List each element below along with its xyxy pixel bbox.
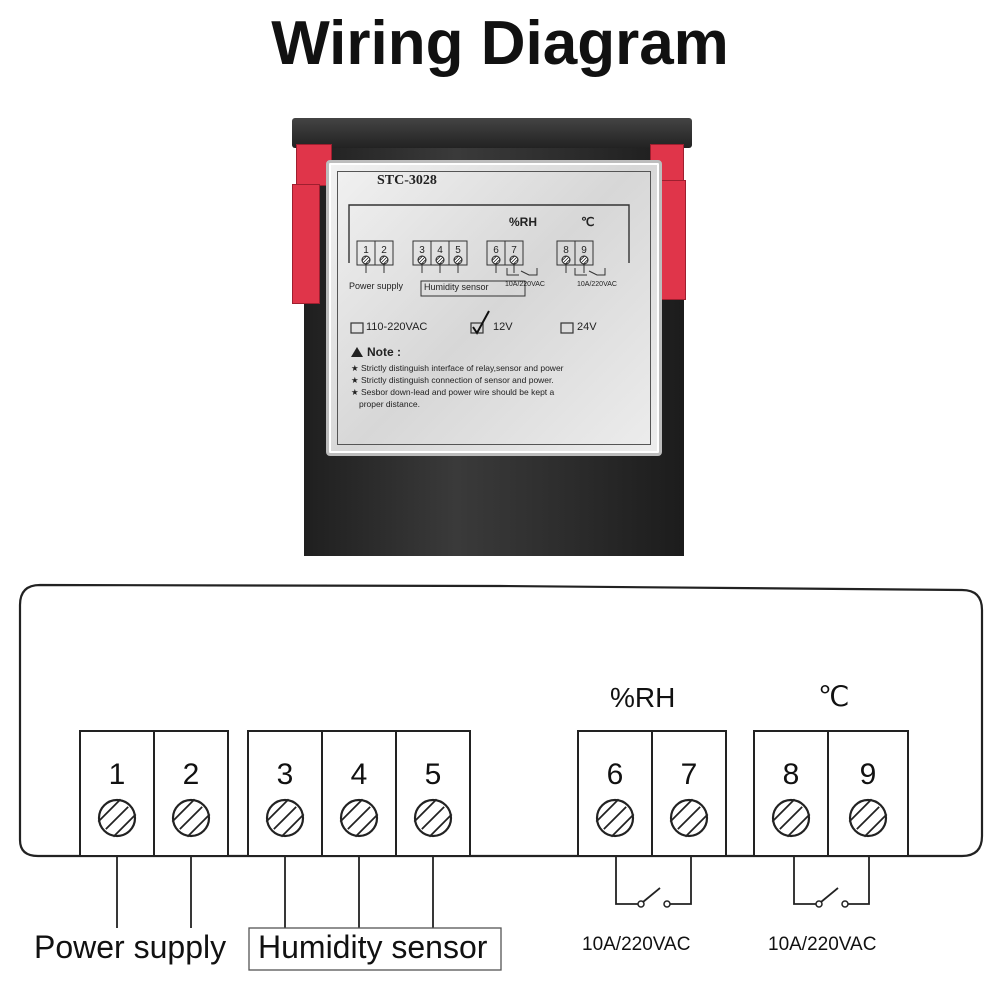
note-line-2: ★ Strictly distinguish connection of sen… bbox=[351, 375, 554, 385]
terminal-2 bbox=[153, 730, 229, 857]
label-terminal-screw-4-icon bbox=[435, 255, 445, 265]
diagram-humidity-sensor-label: Humidity sensor bbox=[258, 929, 488, 965]
relay-1-contact-a bbox=[637, 900, 645, 908]
note-text-1: Strictly distinguish interface of relay,… bbox=[360, 363, 564, 373]
terminal-8 bbox=[753, 730, 829, 857]
label-power-supply: Power supply bbox=[349, 281, 404, 291]
terminal-2-number: 2 bbox=[183, 758, 200, 791]
note-text-2: Strictly distinguish connection of senso… bbox=[360, 375, 554, 385]
terminal-4 bbox=[321, 730, 397, 857]
controller-outline bbox=[18, 583, 984, 858]
label-terminal-screw-8-icon bbox=[561, 255, 571, 265]
diagram-c-header: ℃ bbox=[818, 681, 850, 712]
terminal-5-number: 5 bbox=[425, 758, 442, 791]
voltage-option-12v: 12V bbox=[493, 321, 513, 333]
terminal-block: 1 2 3 4 5 6 7 8 9 bbox=[79, 730, 909, 857]
terminal-6-number: 6 bbox=[607, 758, 624, 791]
label-terminal-4-number: 4 bbox=[437, 245, 443, 256]
note-line-3: ★ Sesbor down-lead and power wire should… bbox=[351, 387, 555, 397]
terminal-screw-9-icon bbox=[848, 798, 888, 838]
relay-2-contact-b bbox=[841, 900, 849, 908]
device-bezel bbox=[292, 118, 692, 148]
diagram-rh-header: %RH bbox=[610, 682, 676, 713]
note-line-1: ★ Strictly distinguish interface of rela… bbox=[351, 363, 564, 373]
note-text-3: Sesbor down-lead and power wire should b… bbox=[360, 387, 555, 397]
relay-1-contact-b bbox=[663, 900, 671, 908]
relay-1-wire-left bbox=[615, 856, 638, 905]
label-relay-rating-1: 10A/220VAC bbox=[505, 281, 545, 288]
label-border bbox=[337, 171, 651, 445]
label-humidity-sensor: Humidity sensor bbox=[424, 282, 489, 292]
terminal-screw-7-icon bbox=[669, 798, 709, 838]
terminal-screw-3-icon bbox=[265, 798, 305, 838]
terminal-4-number: 4 bbox=[351, 758, 368, 791]
relay-2-switch-arm bbox=[820, 887, 839, 903]
label-terminal-5-number: 5 bbox=[455, 245, 461, 256]
label-terminal-screw-2-icon bbox=[379, 255, 389, 265]
terminal-screw-1-icon bbox=[97, 798, 137, 838]
terminal-7-number: 7 bbox=[681, 758, 698, 791]
diagram-relay-rating-2: 10A/220VAC bbox=[768, 934, 877, 955]
relay-1-wire-right bbox=[670, 856, 692, 905]
terminal-3-number: 3 bbox=[277, 758, 294, 791]
label-terminal-7-number: 7 bbox=[511, 245, 517, 256]
mounting-clip-left-lower bbox=[292, 184, 320, 304]
terminal-screw-2-icon bbox=[171, 798, 211, 838]
terminal-screw-6-icon bbox=[595, 798, 635, 838]
terminal-1-number: 1 bbox=[109, 758, 126, 791]
terminal-3 bbox=[247, 730, 323, 857]
diagram-power-supply-label: Power supply bbox=[34, 929, 227, 965]
label-c-header: ℃ bbox=[581, 215, 595, 229]
model-number: STC-3028 bbox=[377, 173, 437, 188]
voltage-option-110-220vac: 110-220VAC bbox=[366, 321, 428, 333]
humidity-sensor-box bbox=[248, 927, 502, 971]
device-photo: STC-3028 1 2 3 4 5 6 7 8 9 %RH ℃ Power supply Hu… bbox=[292, 118, 692, 558]
page-title: Wiring Diagram bbox=[271, 9, 729, 78]
label-terminal-8-number: 8 bbox=[563, 245, 569, 256]
label-terminal-screw-7-icon bbox=[509, 255, 519, 265]
terminal-8-number: 8 bbox=[783, 758, 800, 791]
relay-1-switch-arm bbox=[642, 887, 661, 903]
device-label-plate: STC-3028 1 2 3 4 5 6 7 8 9 %RH ℃ Power supply Hu… bbox=[326, 160, 662, 456]
terminal-screw-5-icon bbox=[413, 798, 453, 838]
label-terminal-9-number: 9 bbox=[581, 245, 587, 256]
relay-2-contact-a bbox=[815, 900, 823, 908]
label-terminal-2-number: 2 bbox=[381, 245, 387, 256]
terminal-6 bbox=[577, 730, 653, 857]
relay-2-wire-right bbox=[848, 856, 870, 905]
terminal-screw-4-icon bbox=[339, 798, 379, 838]
label-terminal-screw-6-icon bbox=[491, 255, 501, 265]
voltage-option-24v: 24V bbox=[577, 321, 597, 333]
terminal-7 bbox=[651, 730, 727, 857]
note-line-4: proper distance. bbox=[359, 399, 420, 409]
diagram-relay-rating-1: 10A/220VAC bbox=[582, 934, 691, 955]
note-title: Note : bbox=[367, 345, 401, 359]
terminal-screw-8-icon bbox=[771, 798, 811, 838]
relay-2-wire-left bbox=[793, 856, 816, 905]
label-relay-rating-2: 10A/220VAC bbox=[577, 281, 617, 288]
terminal-1 bbox=[79, 730, 155, 857]
terminal-9-number: 9 bbox=[860, 758, 877, 791]
terminal-9 bbox=[827, 730, 909, 857]
label-terminal-6-number: 6 bbox=[493, 245, 499, 256]
terminal-5 bbox=[395, 730, 471, 857]
label-rh-header: %RH bbox=[509, 215, 538, 229]
label-terminal-3-number: 3 bbox=[419, 245, 425, 256]
label-terminal-1-number: 1 bbox=[363, 245, 369, 256]
label-terminal-diagram: 1 2 3 4 5 6 7 8 9 bbox=[348, 204, 630, 357]
